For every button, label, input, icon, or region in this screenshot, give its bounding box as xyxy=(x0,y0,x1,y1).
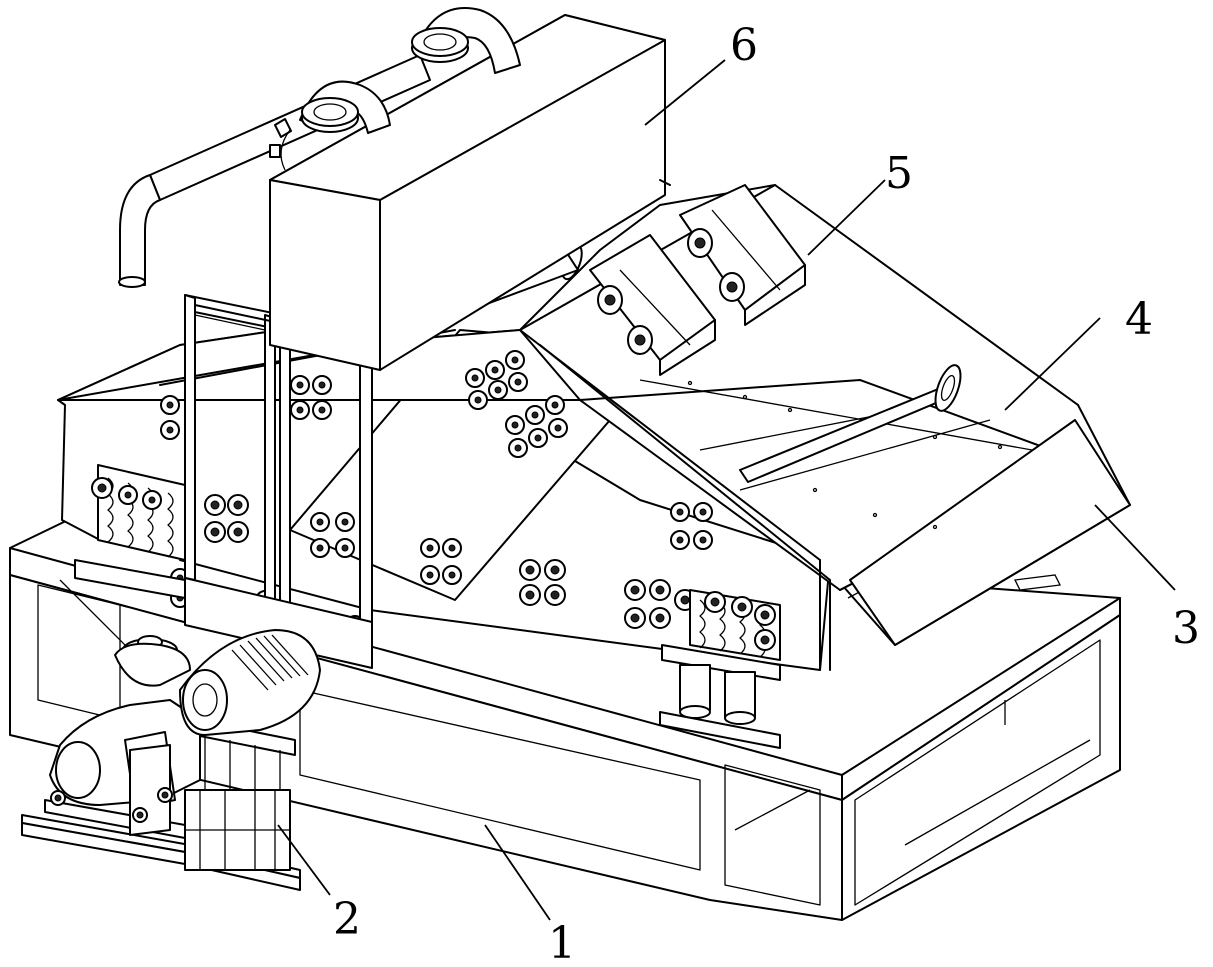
pump-assembly xyxy=(21,629,321,891)
bolt-cluster-b xyxy=(290,375,332,420)
callout-4: 4 xyxy=(1125,294,1153,345)
bolt-cluster-f xyxy=(519,559,566,606)
bolt-cluster-g xyxy=(670,502,713,550)
callout-6: 6 xyxy=(730,20,758,71)
bolt-cluster-a xyxy=(160,395,180,440)
bolt-cluster-c xyxy=(204,494,249,543)
callout-5: 5 xyxy=(885,148,913,199)
bolt-cluster-i xyxy=(465,350,528,410)
valve-rear xyxy=(411,27,469,63)
callout-2: 2 xyxy=(333,894,361,945)
bolt-cluster-j xyxy=(505,395,568,458)
bolt-clusters xyxy=(160,350,713,652)
bolt-cluster-d xyxy=(310,512,355,558)
leader-6 xyxy=(644,59,726,126)
leader-5 xyxy=(807,179,886,256)
water-tank xyxy=(269,14,671,371)
callout-1: 1 xyxy=(548,918,576,967)
bolt-cluster-e xyxy=(420,538,462,585)
spring-support-left xyxy=(74,464,186,599)
leader-1 xyxy=(484,824,551,921)
spray-bar-hook xyxy=(280,129,291,171)
feed-pipes xyxy=(118,7,521,288)
leader-2 xyxy=(277,824,331,896)
valve-front xyxy=(269,97,359,158)
leader-4 xyxy=(1004,317,1101,411)
callout-labels: 1 2 3 4 5 6 xyxy=(333,20,1200,967)
spring-support-right xyxy=(659,589,781,749)
vibration-motor-2 xyxy=(679,184,806,326)
leader-3 xyxy=(1094,504,1176,591)
vibration-motor-1 xyxy=(589,234,716,376)
callout-3: 3 xyxy=(1172,603,1200,654)
callout-leaders xyxy=(277,59,1176,921)
